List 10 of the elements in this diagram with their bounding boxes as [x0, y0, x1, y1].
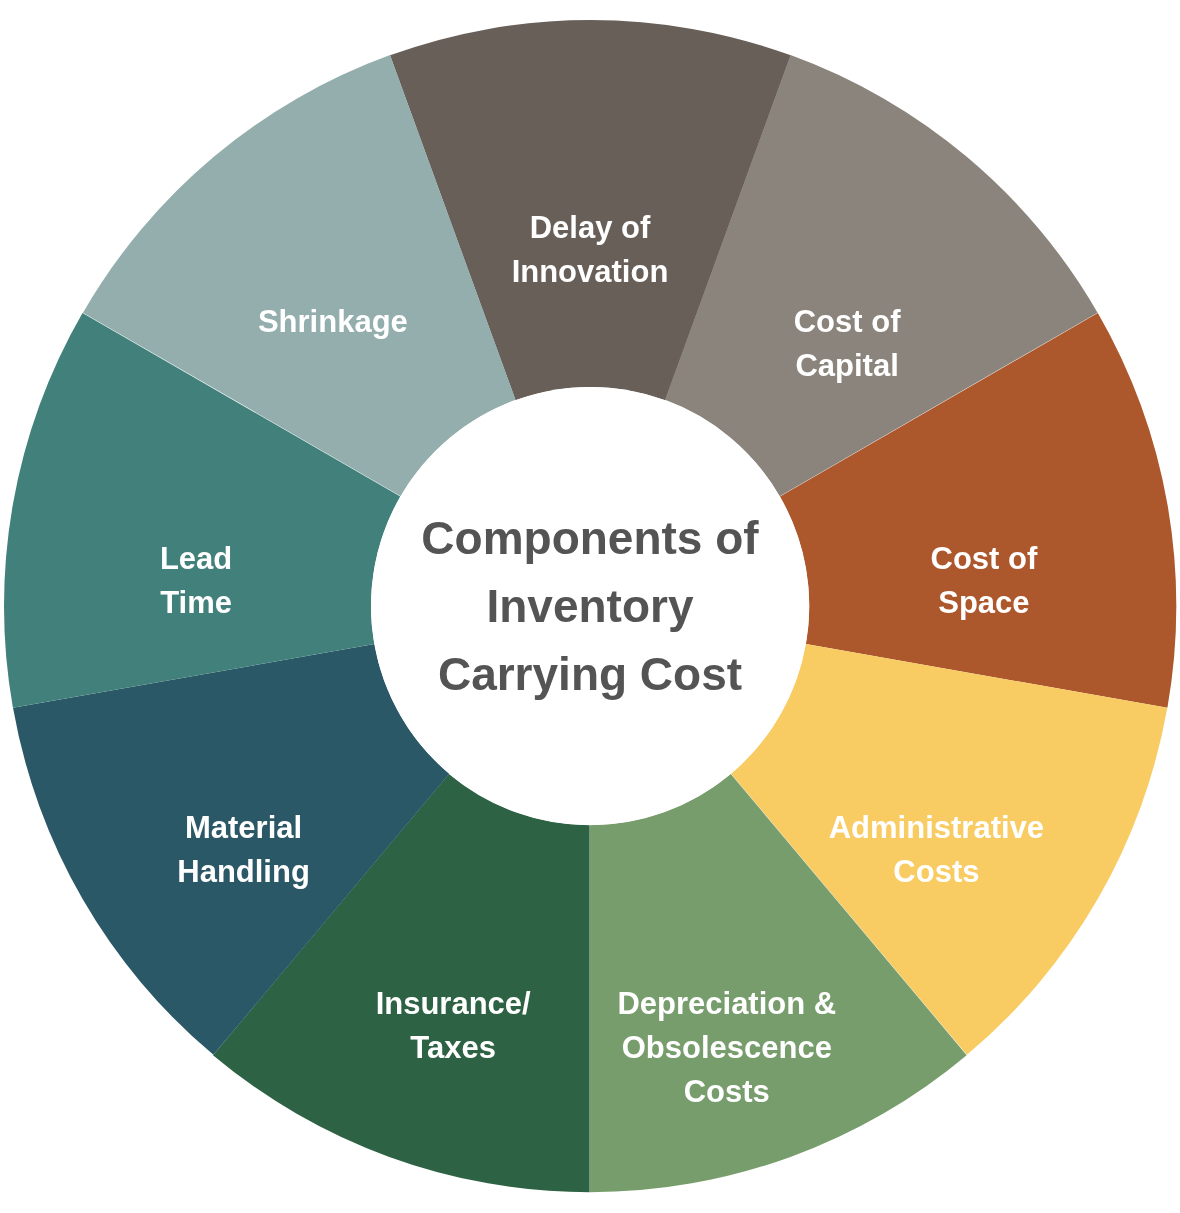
segment-label: Material Handling	[176, 809, 311, 891]
segment-label: Shrinkage	[256, 302, 409, 341]
segment-label: Depreciation & Obsolescence Costs	[616, 984, 838, 1111]
segment-label: Cost of Space	[929, 539, 1039, 622]
segment-label: Cost of Capital	[792, 302, 902, 385]
segment-label: Delay of Innovation	[510, 209, 670, 291]
segment-label: Lead Time	[158, 539, 234, 622]
segment-label: Insurance/ Taxes	[374, 984, 532, 1067]
segment-label: Administrative Costs	[827, 809, 1046, 891]
center-title: Components of Inventory Carrying Cost	[420, 511, 760, 702]
